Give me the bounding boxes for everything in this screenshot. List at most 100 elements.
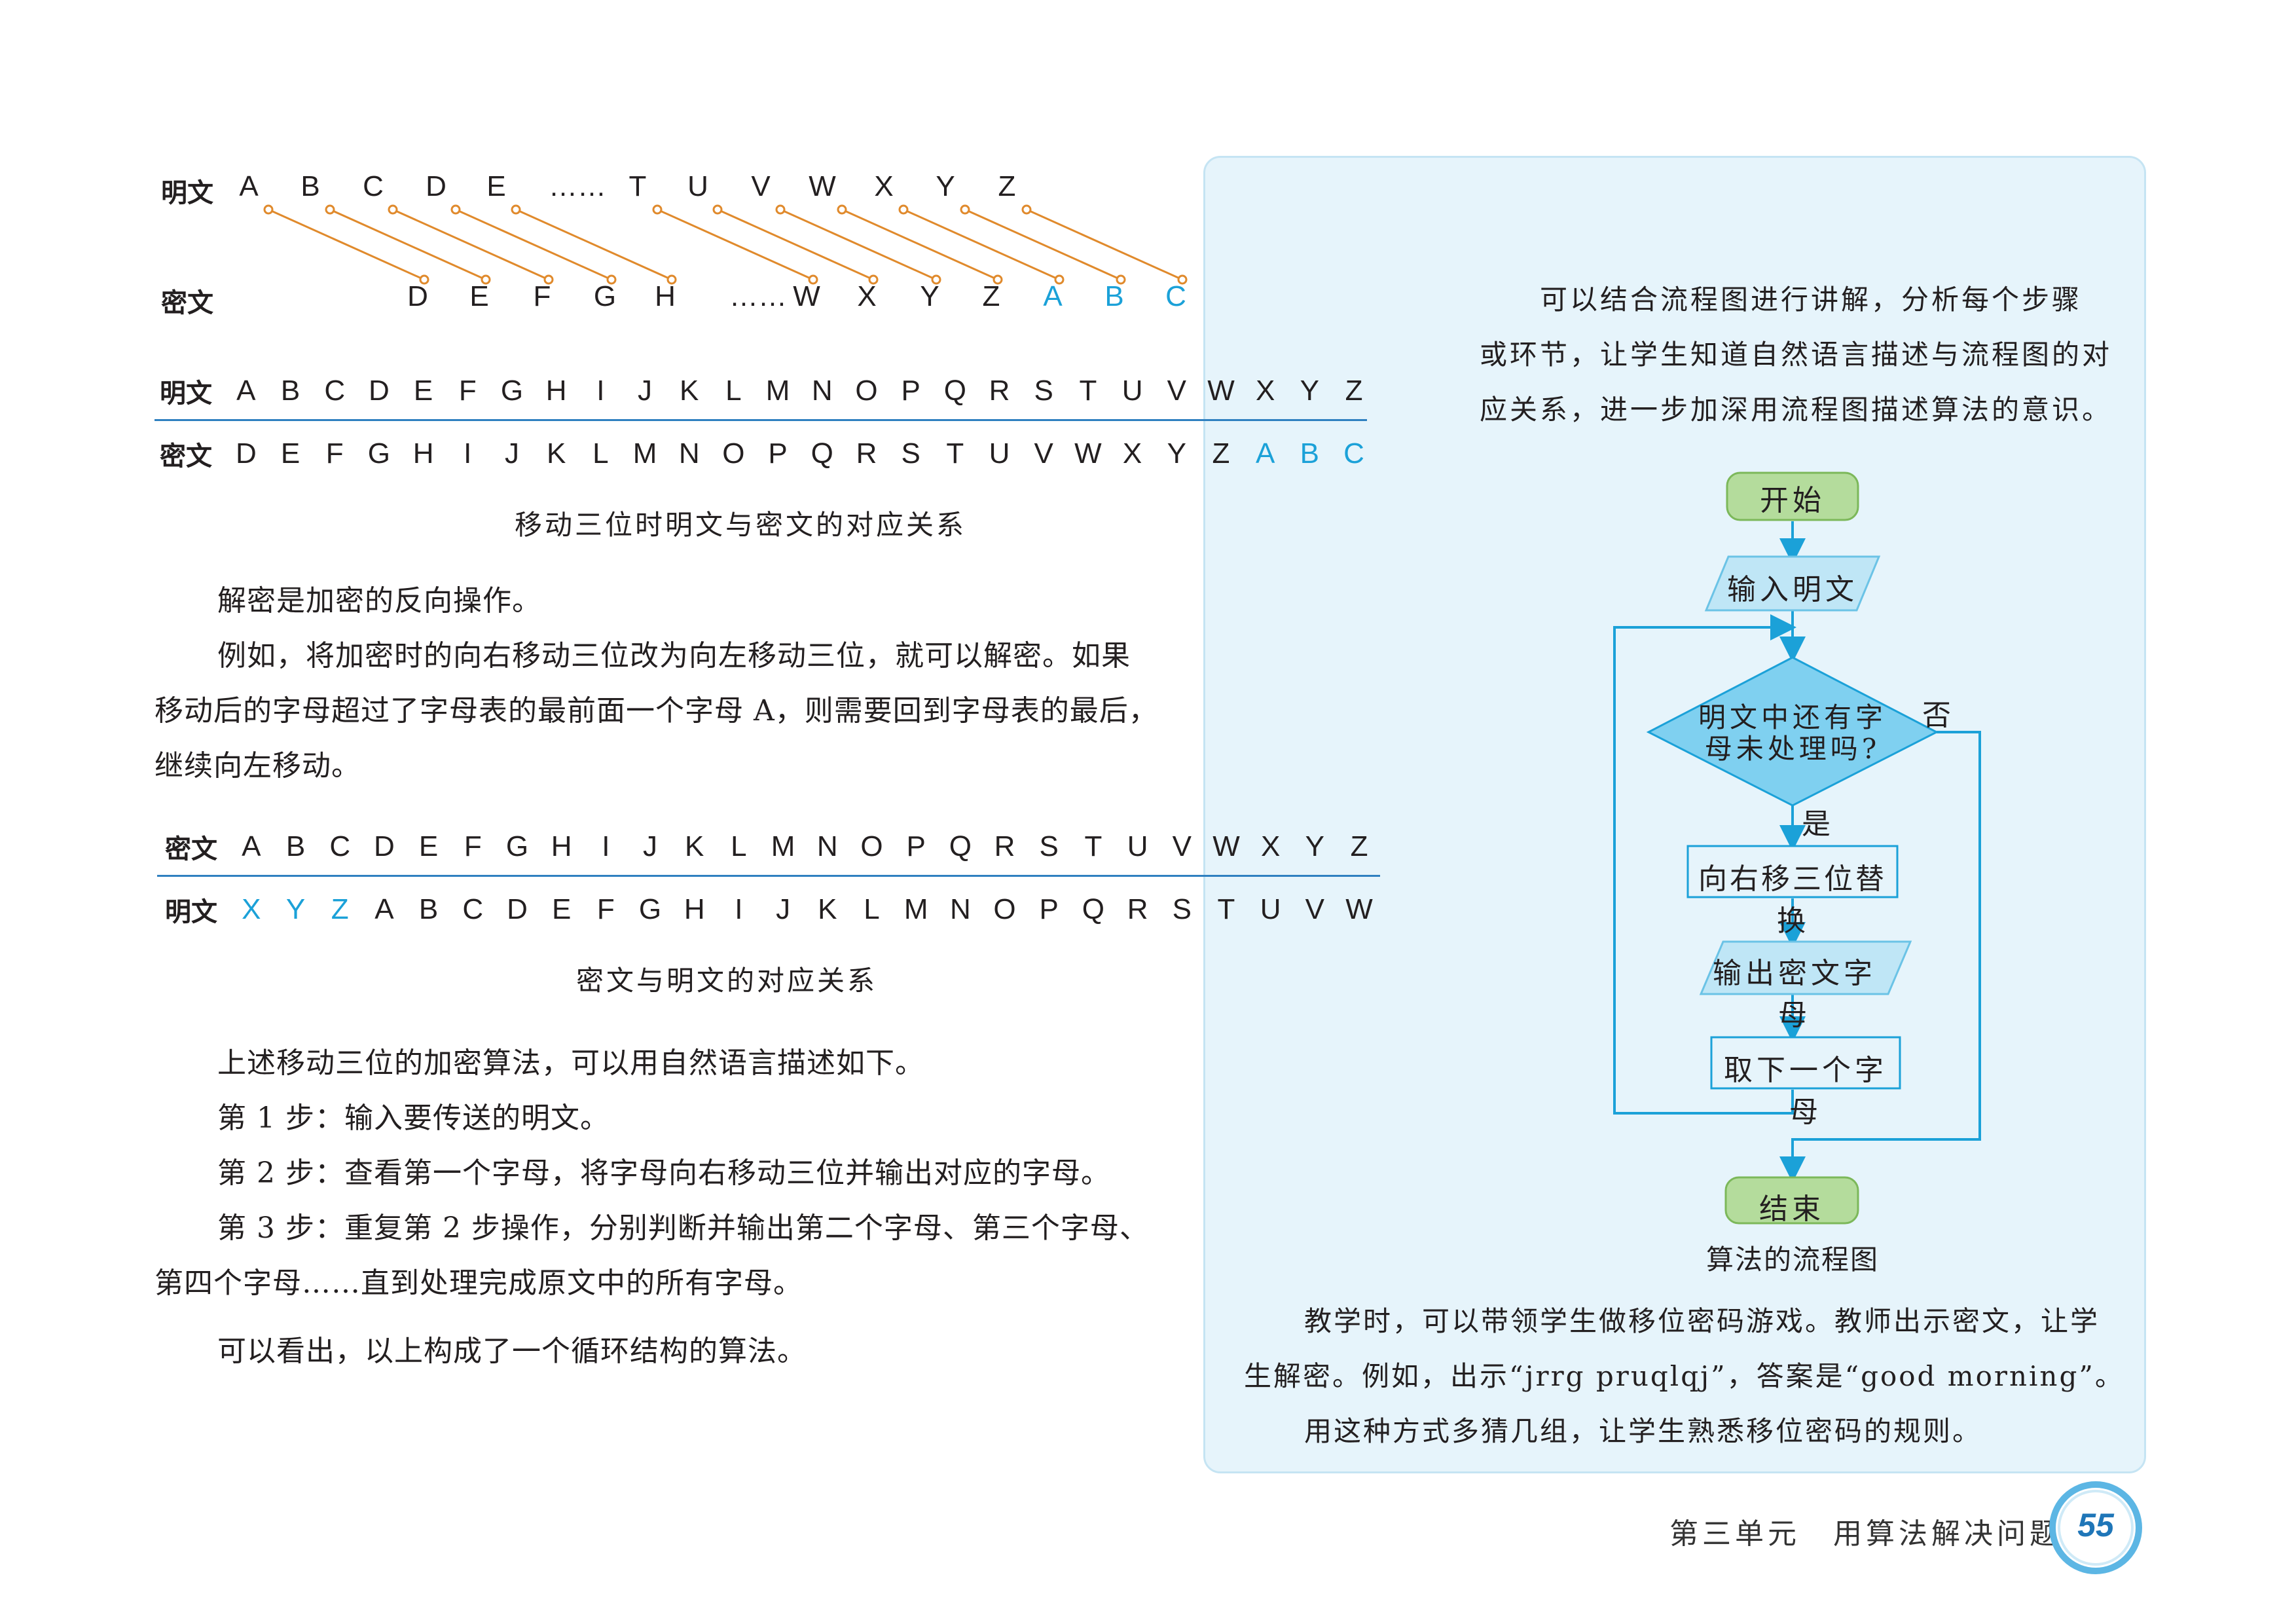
shift-letter: V [751,170,771,202]
table-cell: W [1074,437,1102,470]
table-cell: Q [811,437,833,470]
panel-bottom-line: 教学时，可以带领学生做移位密码游戏。教师出示密文，让学 [1304,1305,2100,1337]
table-cell: Q [1082,893,1105,925]
flow-end-label: 结束 [1759,1192,1825,1226]
table-cell: E [418,830,439,862]
shift-letter: H [655,280,676,312]
shift-letter: D [407,280,428,312]
table-cell: X [1255,375,1275,407]
table-cell: Y [1305,830,1325,862]
shift-letter: F [533,280,551,312]
table-cell: M [765,375,790,407]
shift-letter: E [469,280,489,312]
table-cell: G [367,437,391,470]
table-cell: D [507,893,528,925]
connector-line [455,208,612,281]
table-cell: K [818,893,837,925]
paragraph-line: 上述移动三位的加密算法，可以用自然语言描述如下。 [217,1046,924,1080]
table-cell: I [596,375,605,407]
shift-letter: E [486,170,506,202]
exit-line [1779,731,1981,1183]
table-cell: V [1305,893,1325,925]
table-cell: Y [285,893,306,925]
decision-line: 明文中还有字 [1698,701,1887,733]
table-cell: J [638,375,653,407]
table-cell: R [989,375,1010,407]
paragraph-line: 例如，将加密时的向右移动三位改为向左移动三位，就可以解密。如果 [217,639,1131,673]
table-cell: R [856,437,877,470]
table-cell: Y [1167,437,1186,470]
table-cell: F [596,893,615,925]
shift-letter: C [363,170,384,202]
flow-input-label: 输入明文 [1727,573,1858,606]
table-cell: W [1212,830,1240,862]
table-cell: F [325,437,344,470]
table-cell: A [374,893,394,925]
table-cell: Y [1300,375,1320,407]
connector-line [515,208,672,281]
shift-connectors [263,204,1188,285]
table-cell: I [464,437,472,470]
table-cell: P [906,830,926,862]
table-cell: M [903,893,928,925]
flow-process-label: 向右移三位替换 [1698,862,1887,938]
shift-letter: A [1043,280,1063,312]
table-cell: F [464,830,482,862]
table-cell: S [901,437,920,470]
table-cell: X [1122,437,1142,470]
flow-no-label: 否 [1922,699,1955,732]
panel-intro-line: 或环节，让学生知道自然语言描述与流程图的对 [1480,339,2113,371]
shift-letter: U [687,170,708,202]
table-cell: L [864,893,880,925]
table-cell: L [592,437,609,470]
table-cell: C [1343,437,1364,470]
table-cell: W [1345,893,1373,925]
table-cell: B [285,830,306,862]
page-number: 55 [2077,1507,2114,1543]
table-cell: N [816,830,838,862]
table-cell: M [771,830,795,862]
table-cell: G [638,893,662,925]
paragraph-line: 解密是加密的反向操作。 [217,584,541,618]
table-cell: U [1127,830,1148,862]
shift-letter: Z [982,280,1000,312]
input-parallelogram [1704,555,1881,612]
shift-letter: W [809,170,836,202]
page-number-badge [2049,1481,2142,1574]
table-cell: N [678,437,700,470]
shift-letter: X [857,280,877,312]
table-cell: G [505,830,529,862]
table-cell: T [946,437,964,470]
footer-unit-title: 第三单元 用算法解决问题 [1669,1517,2062,1551]
table-cell: V [1167,375,1186,407]
table-cell: Z [1212,437,1230,470]
table-cell: U [989,437,1010,470]
shift-letter: D [426,170,446,202]
table-cell: I [602,830,610,862]
table-cell: B [418,893,439,925]
shift-letter: W [793,280,820,312]
flow-decision-label: 明文中还有字 母未处理吗? [1662,702,1923,765]
connector-line [329,208,486,281]
table-cell: O [993,893,1016,925]
flow-yes-label: 是 [1802,807,1834,841]
panel-bottom-text: 教学时，可以带领学生做移位密码游戏。教师出示密文，让学 生解密。例如，出示“jr… [1244,1294,2124,1459]
table-cell: Q [949,830,972,862]
table-cell: O [860,830,883,862]
table-cell: X [1260,830,1281,862]
table-cell: Z [1350,830,1368,862]
table-cell: C [462,893,484,925]
connector-line [717,208,874,281]
table-cell: H [412,437,434,470]
plain-label: 明文 [161,178,213,208]
cipher-label: 密文 [161,288,213,318]
table-cell: D [374,830,395,862]
flow-next-label: 取下一个字母 [1724,1054,1887,1129]
table-cell: R [994,830,1015,862]
connector-line [1026,208,1183,281]
table1-rule [155,419,1367,421]
table-cell: T [1079,375,1097,407]
